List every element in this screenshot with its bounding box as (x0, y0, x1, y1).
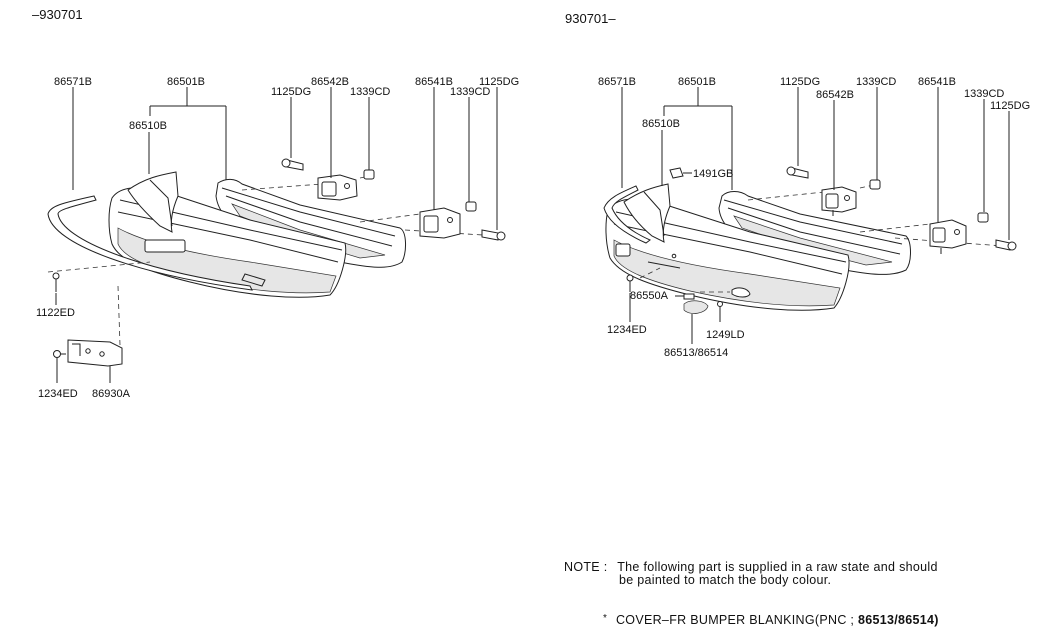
right-rear-bumper-cover[interactable] (718, 191, 911, 275)
left-upper-garnish[interactable] (127, 171, 179, 233)
left-header: –930701 (32, 7, 83, 22)
note-prefix: NOTE : (564, 560, 608, 574)
right-fastener-86550A[interactable] (683, 293, 695, 300)
right-nut-1339CD-lower[interactable] (977, 212, 989, 223)
left-diagram: 86571B 86501B 86510B 86542B 1125DG 1339C… (36, 76, 519, 400)
right-label-86541B: 86541B (918, 76, 956, 88)
note-pnc-value: 86513/86514) (857, 613, 939, 627)
note-line-2: be painted to match the body colour. (619, 573, 832, 587)
right-clip-1491GB[interactable] (669, 167, 684, 179)
left-label-86571B: 86571B (54, 76, 92, 88)
left-label-86501B: 86501B (167, 76, 205, 88)
right-blanking-cover-86513[interactable] (683, 300, 709, 314)
right-label-1339CD-b: 1339CD (964, 88, 1004, 100)
left-label-1122ED: 1122ED (36, 307, 75, 319)
left-bolt-1125DG-upper[interactable] (281, 158, 304, 171)
note-item-name: COVER–FR BUMPER BLANKING (615, 613, 815, 627)
note-block: NOTE : The following part is supplied in… (564, 560, 938, 574)
right-bolt-1125DG-lower[interactable] (995, 239, 1017, 251)
left-bracket-86541B[interactable] (419, 207, 461, 239)
note-item-row: * COVER–FR BUMPER BLANKING(PNC ; 86513/8… (603, 613, 939, 627)
left-label-86510B: 86510B (129, 120, 167, 132)
left-fog-opening (144, 239, 186, 253)
left-label-86541B: 86541B (415, 76, 453, 88)
right-upper-garnish[interactable] (623, 183, 671, 243)
right-bracket-86541B[interactable] (929, 219, 967, 254)
left-rear-bumper-cover[interactable] (215, 178, 406, 268)
note-line-2-row: be painted to match the body colour. (619, 573, 831, 587)
note-line-1: The following part is supplied in a raw … (617, 560, 938, 574)
left-bolt-1125DG-lower[interactable] (481, 229, 506, 241)
right-label-86510B: 86510B (642, 118, 680, 130)
right-bracket-86542B[interactable] (821, 186, 857, 216)
note-star: * (603, 613, 608, 624)
right-screw-1249LD[interactable] (717, 301, 723, 323)
right-label-1339CD-a: 1339CD (856, 76, 896, 88)
right-header: 930701– (565, 11, 616, 26)
right-label-86542B: 86542B (816, 89, 854, 101)
right-diagram: 86571B 86501B 86510B 1125DG 1339CD 86542… (598, 76, 1030, 359)
left-label-1339CD-b: 1339CD (450, 86, 490, 98)
left-label-1125DG-b: 1125DG (479, 76, 519, 88)
left-nut-1339CD-lower[interactable] (465, 201, 477, 212)
note-pnc-open: (PNC ; (814, 613, 855, 627)
left-screw-1234ED[interactable] (53, 350, 67, 358)
right-label-1491GB: 1491GB (693, 168, 733, 180)
right-label-1125DG-b: 1125DG (990, 100, 1030, 112)
right-label-86550A: 86550A (630, 290, 669, 302)
left-label-1339CD-a: 1339CD (350, 86, 390, 98)
right-label-1125DG-a: 1125DG (780, 76, 820, 88)
left-label-86930A: 86930A (92, 388, 131, 400)
right-label-1234ED: 1234ED (607, 324, 647, 336)
left-label-1234ED: 1234ED (38, 388, 78, 400)
left-label-86542B: 86542B (311, 76, 349, 88)
right-label-86513-86514: 86513/86514 (664, 347, 728, 359)
right-bolt-1125DG-upper[interactable] (786, 166, 809, 179)
left-license-bracket-86930A[interactable] (67, 339, 123, 367)
right-label-86571B: 86571B (598, 76, 636, 88)
right-screw-1234ED[interactable] (626, 274, 634, 292)
left-nut-1339CD-upper[interactable] (363, 169, 375, 180)
left-bracket-86542B[interactable] (317, 174, 358, 201)
left-label-1125DG-a: 1125DG (271, 86, 311, 98)
left-screw-1122ED[interactable] (52, 272, 60, 292)
left-lip-molding[interactable] (47, 195, 253, 291)
right-label-1249LD: 1249LD (706, 329, 745, 341)
right-nut-1339CD-upper[interactable] (869, 179, 881, 190)
right-fog-opening (615, 243, 631, 257)
right-lip-molding[interactable] (603, 185, 651, 244)
right-label-86501B: 86501B (678, 76, 716, 88)
